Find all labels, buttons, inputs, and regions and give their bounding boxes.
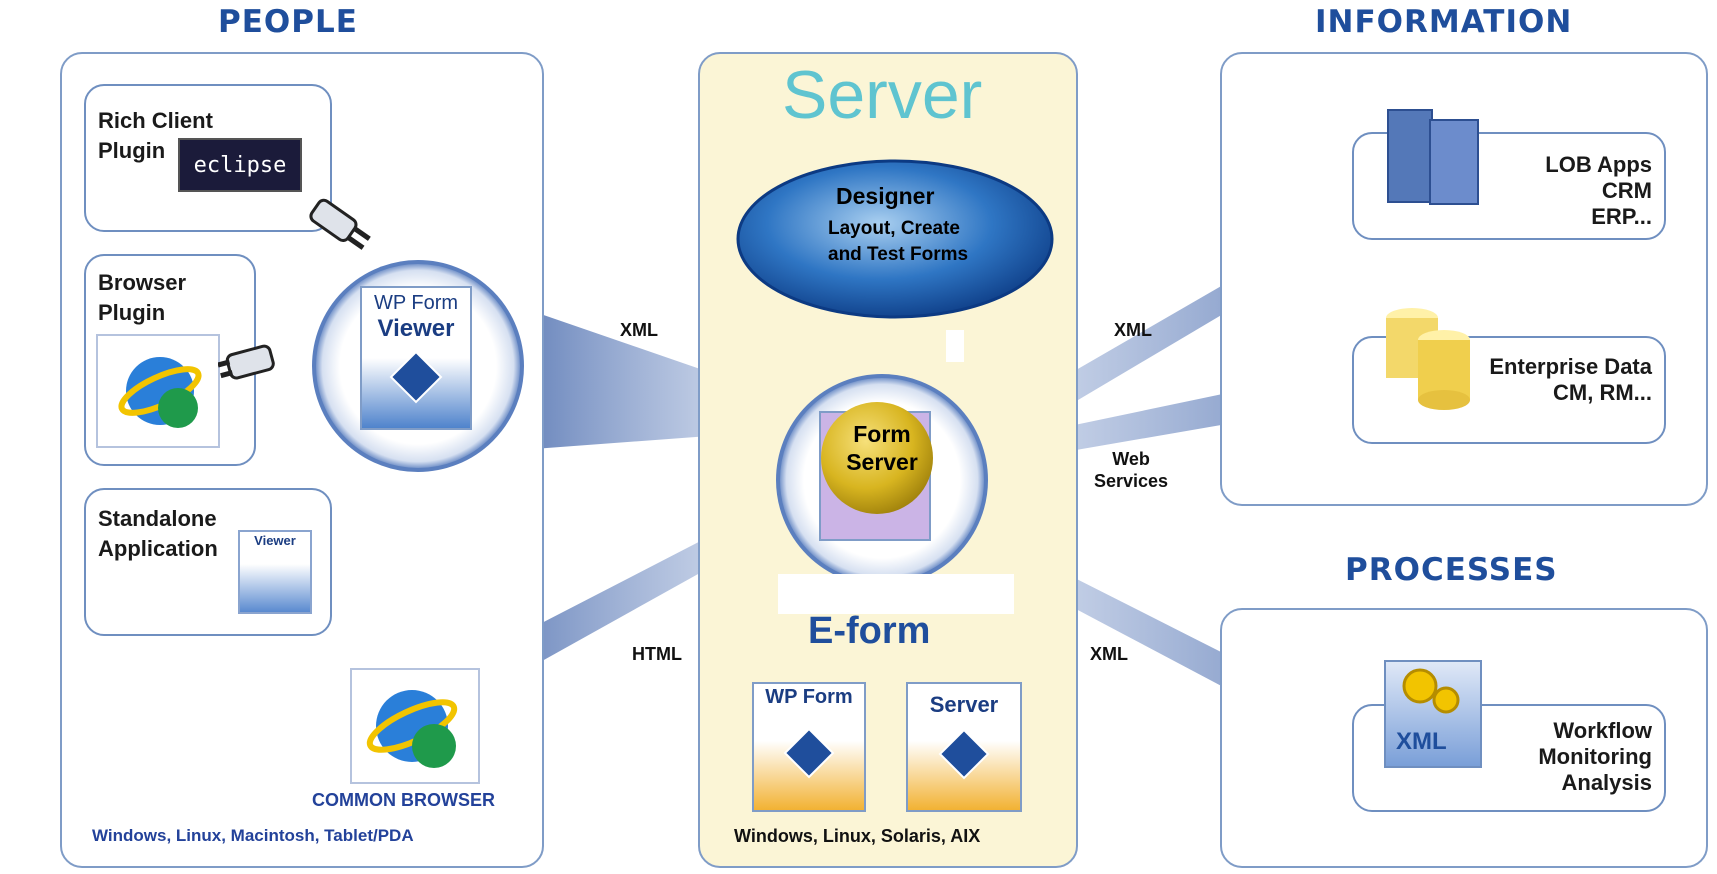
form-server-circle [776, 374, 988, 586]
designer-desc: Layout, Create and Test Forms [828, 218, 969, 265]
browser-plugin-label: Browser Plugin [98, 270, 187, 325]
server-box: Server [906, 682, 1022, 812]
designer-globe [736, 159, 1054, 319]
rich-client-label: Rich Client Plugin [98, 108, 213, 163]
lob-apps-label: LOB Apps CRM ERP... [1545, 152, 1652, 229]
designer-title: Designer [836, 183, 935, 209]
common-browser-label: COMMON BROWSER [312, 790, 495, 810]
workflow-label: Workflow Monitoring Analysis [1538, 718, 1652, 795]
form-server-label: Form Server [846, 421, 918, 475]
server-platforms: Windows, Linux, Solaris, AIX [734, 826, 981, 846]
eclipse-logo: eclipse [178, 138, 302, 192]
enterprise-data-card: Enterprise Data CM, RM... [1352, 336, 1666, 444]
people-platforms: Windows, Linux, Macintosh, Tablet/PDA [92, 826, 414, 845]
eform-title: E-form [808, 610, 931, 652]
browser-icon [96, 334, 220, 448]
rich-client-card: Rich Client Plugin eclipse [84, 84, 332, 232]
server-rack-icon [1387, 109, 1479, 205]
processes-title: PROCESSES [1345, 552, 1558, 588]
xml-badge: XML [1396, 728, 1447, 755]
white-marker [778, 574, 1014, 614]
enterprise-data-label: Enterprise Data CM, RM... [1489, 354, 1652, 405]
standalone-card: Standalone Application Viewer [84, 488, 332, 636]
white-marker [946, 330, 964, 362]
standalone-label: Standalone Application [98, 506, 218, 561]
common-browser-icon [350, 668, 480, 784]
database-icon [1386, 308, 1470, 410]
information-title: INFORMATION [1315, 4, 1573, 40]
web-services-label: Web Services [1094, 449, 1169, 491]
wp-form-viewer-box: WP Form Viewer [360, 286, 472, 430]
xml-label-right-top: XML [1114, 320, 1152, 340]
wp-form-box: WP Form [752, 682, 866, 812]
xml-label-left: XML [620, 320, 658, 340]
server-title: Server [782, 57, 983, 133]
people-title: PEOPLE [218, 4, 358, 40]
viewer-app-icon: Viewer [238, 530, 312, 614]
plug-icon [309, 198, 371, 250]
plug-icon [218, 344, 275, 380]
xml-process-icon: XML [1384, 660, 1482, 768]
xml-label-right-bottom: XML [1090, 644, 1128, 664]
html-label: HTML [632, 644, 682, 664]
